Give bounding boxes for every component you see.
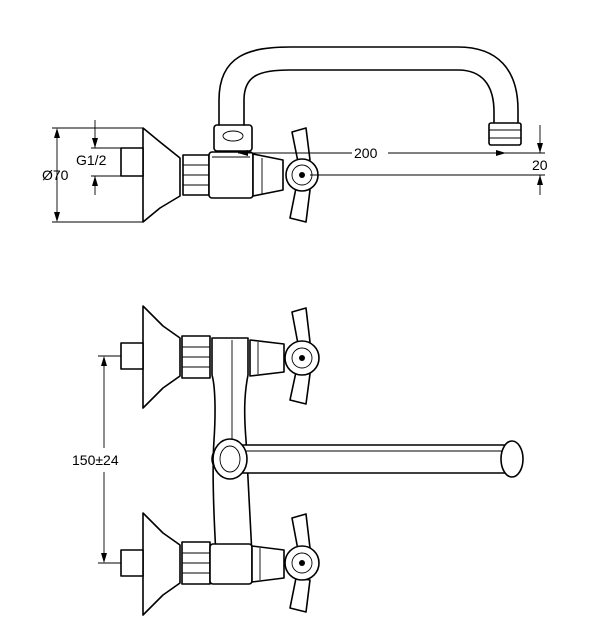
side-spout-outlet [488, 122, 522, 146]
front-top-cross-handle [284, 307, 320, 405]
side-wall-stub [120, 147, 144, 177]
front-spout-collar [212, 438, 248, 480]
side-swivel-nut [213, 124, 253, 152]
spout-drop-label: 20 [532, 157, 548, 173]
front-spout-outlet [500, 440, 524, 478]
front-top-stub [120, 342, 144, 370]
center-distance-label: 150±24 [72, 452, 119, 468]
front-bottom-cross-handle [284, 513, 320, 613]
front-spout [211, 444, 523, 474]
side-valve-body [208, 151, 254, 199]
side-view [120, 46, 522, 223]
front-bottom-valve-body [209, 543, 253, 585]
side-spout [218, 46, 519, 126]
front-bottom-rosette [142, 512, 181, 616]
side-dimensions: Ø70 G1/2 200 20 [42, 120, 548, 223]
front-dimensions: 150±24 [72, 355, 121, 564]
front-bottom-stub [120, 549, 144, 577]
front-bottom-bonnet [251, 545, 285, 583]
side-cross-handle [285, 127, 319, 223]
thread-size-label: G1/2 [76, 152, 107, 168]
front-top-bonnet [249, 339, 285, 377]
spout-reach-label: 200 [354, 145, 378, 161]
front-top-rosette [142, 305, 181, 409]
side-bonnet [252, 153, 284, 197]
front-view [120, 305, 524, 616]
rosette-diameter-label: Ø70 [42, 167, 69, 183]
side-rosette [142, 127, 181, 223]
